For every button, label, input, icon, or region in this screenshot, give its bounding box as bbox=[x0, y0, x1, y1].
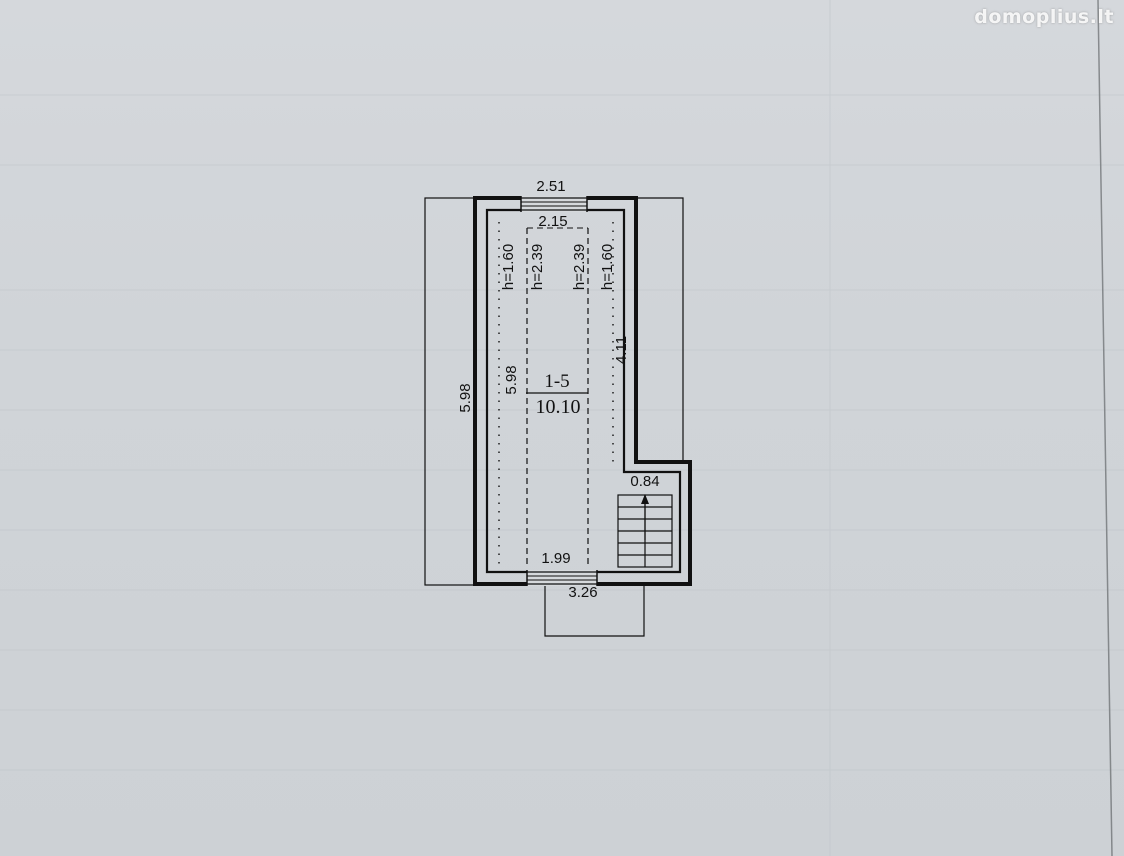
dim-top-inner-width: 2.15 bbox=[538, 213, 567, 230]
exterior-walls bbox=[473, 196, 692, 586]
top-window bbox=[520, 196, 588, 212]
height-label-left-inner: h=2.39 bbox=[529, 244, 546, 290]
stair-arrow-icon bbox=[641, 494, 649, 540]
porch-outline bbox=[544, 583, 645, 637]
dim-top-outer-width: 2.51 bbox=[536, 178, 565, 195]
dim-left-inner-height: 5.98 bbox=[503, 365, 520, 394]
height-label-right-outer: h=1.60 bbox=[599, 244, 616, 290]
room-number: 1-5 bbox=[544, 371, 569, 392]
room-area: 10.10 bbox=[536, 396, 581, 418]
site-watermark: domoplius.lt bbox=[974, 6, 1114, 28]
right-roof-outline bbox=[636, 197, 684, 462]
height-label-left-outer: h=1.60 bbox=[500, 244, 517, 290]
height-label-right-inner: h=2.39 bbox=[571, 244, 588, 290]
dim-bottom-outer-width: 3.26 bbox=[568, 584, 597, 601]
dim-bottom-inner-width: 1.99 bbox=[541, 550, 570, 567]
dim-stair-width: 0.84 bbox=[630, 473, 659, 490]
dim-right-inner-height: 4.11 bbox=[613, 336, 630, 364]
interior-walls bbox=[485, 208, 682, 574]
bottom-door bbox=[526, 570, 598, 586]
dim-left-outer-height: 5.98 bbox=[457, 383, 474, 412]
